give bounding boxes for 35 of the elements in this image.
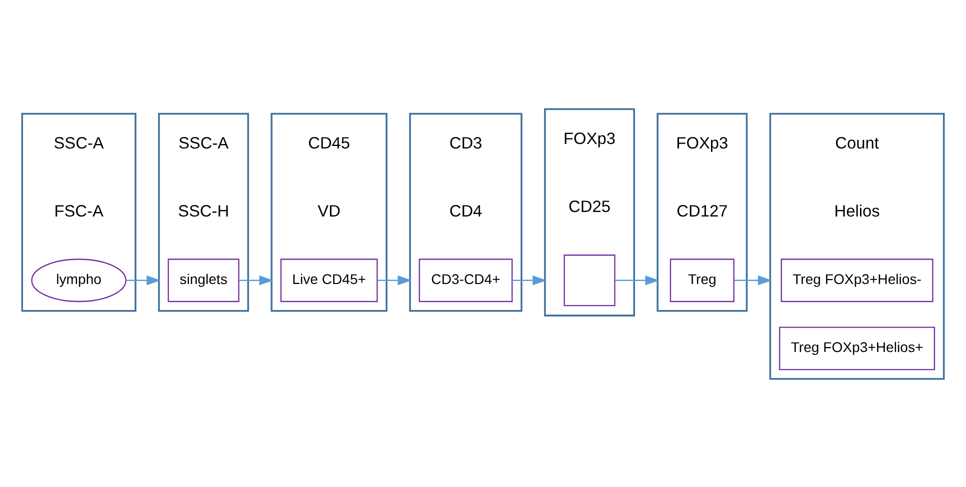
cluster <box>158 112 249 312</box>
cluster <box>409 112 522 312</box>
arrow <box>615 274 660 285</box>
node-box: CD3-CD4+ <box>418 258 513 302</box>
node-box: Live CD45+ <box>280 258 378 302</box>
node-box: Treg FOXp3+Helios+ <box>779 326 936 370</box>
arrow <box>126 274 161 285</box>
cluster <box>270 112 388 312</box>
node-label: FOXp3 <box>564 129 616 148</box>
node-label: SSC-A <box>178 134 229 152</box>
node-label: CD4 <box>449 202 482 220</box>
node-box: Treg FOXp3+Helios- <box>780 258 934 302</box>
node-label: Helios <box>834 202 880 220</box>
node-label: SSC-A <box>54 134 104 152</box>
node-label: CD45 <box>308 134 350 152</box>
node-box <box>564 254 616 306</box>
cluster <box>656 112 748 312</box>
node-label: FOXp3 <box>676 134 728 152</box>
arrow <box>734 274 772 285</box>
cluster <box>21 112 136 312</box>
node-label: VD <box>318 202 340 220</box>
node-ellipse: lympho <box>31 258 126 302</box>
node-label: CD127 <box>676 202 728 220</box>
arrow <box>239 274 274 285</box>
node-box: singlets <box>168 258 240 302</box>
node-label: CD3 <box>449 134 482 152</box>
cluster <box>544 108 635 316</box>
node-label: SSC-H <box>178 202 230 220</box>
arrow <box>377 274 412 285</box>
node-label: Count <box>835 134 879 152</box>
node-box: Treg <box>670 258 734 302</box>
node-label: CD25 <box>568 197 611 216</box>
cluster <box>769 112 945 380</box>
arrow <box>512 274 547 285</box>
node-label: FSC-A <box>54 202 104 220</box>
